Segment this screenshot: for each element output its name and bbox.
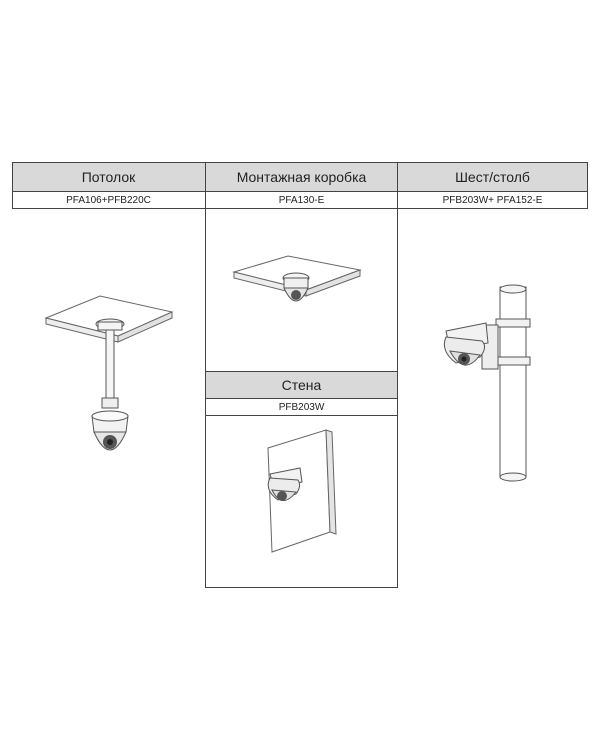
header-junction-box-label: Монтажная коробка xyxy=(236,169,367,185)
grid-line xyxy=(397,162,398,588)
ceiling-mount-illustration xyxy=(44,295,174,451)
model-wall-label: PFB203W xyxy=(278,401,325,413)
header-pole-label: Шест/столб xyxy=(455,169,530,185)
header-junction-box: Монтажная коробка xyxy=(206,163,397,191)
model-junction-box: PFA130-E xyxy=(206,192,397,208)
grid-line xyxy=(12,162,13,209)
header-wall-label: Стена xyxy=(281,377,322,393)
junction-box-illustration xyxy=(232,255,362,302)
grid-line xyxy=(205,371,398,372)
grid-line xyxy=(205,415,398,416)
header-pole: Шест/столб xyxy=(398,163,587,191)
model-wall: PFB203W xyxy=(206,399,397,415)
grid-line xyxy=(205,398,398,399)
model-ceiling: PFA106+PFB220C xyxy=(12,192,205,208)
header-ceiling: Потолок xyxy=(12,163,205,191)
pole-mount-illustration xyxy=(443,284,531,482)
header-wall: Стена xyxy=(206,372,397,398)
model-pole-label: PFB203W+ PFA152-E xyxy=(442,194,543,206)
grid-line xyxy=(587,162,588,209)
grid-line xyxy=(205,587,398,588)
header-ceiling-label: Потолок xyxy=(81,169,136,185)
grid-line xyxy=(12,208,588,209)
grid-line xyxy=(12,191,588,192)
grid-line xyxy=(12,162,588,163)
model-junction-box-label: PFA130-E xyxy=(278,194,325,206)
wall-mount-illustration xyxy=(267,429,337,553)
model-ceiling-label: PFA106+PFB220C xyxy=(66,194,151,206)
model-pole: PFB203W+ PFA152-E xyxy=(398,192,587,208)
grid-line xyxy=(205,162,206,588)
